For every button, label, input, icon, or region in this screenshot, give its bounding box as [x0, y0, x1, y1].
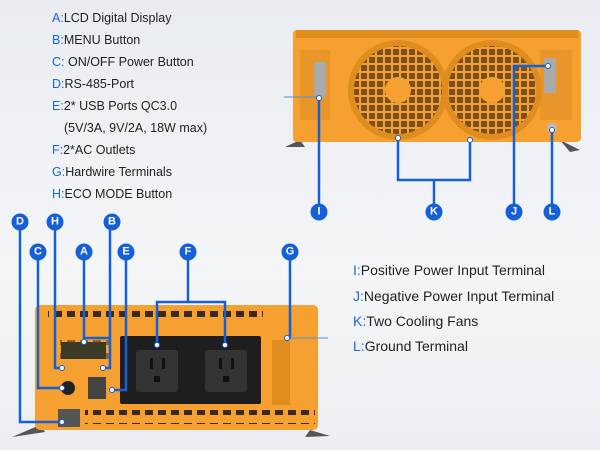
- text: 2*AC Outlets: [63, 143, 136, 157]
- badge-g: G: [281, 243, 299, 261]
- power-button: [61, 381, 75, 395]
- badge-b: B: [103, 213, 121, 231]
- key: L:: [353, 338, 365, 354]
- ac-outlet-2: [205, 350, 247, 392]
- spec-l: L:Ground Terminal: [353, 338, 468, 354]
- badge-h: H: [46, 213, 64, 231]
- key: K:: [353, 313, 367, 329]
- spec-e-detail: (5V/3A, 9V/2A, 18W max): [64, 121, 207, 135]
- lcd-display: [61, 342, 106, 359]
- spec-b: B:MENU Button: [52, 33, 140, 47]
- key: G:: [52, 165, 66, 179]
- key: H:: [52, 187, 65, 201]
- badge-i: I: [310, 203, 328, 221]
- front-inverter: [12, 305, 330, 437]
- spec-e: E:2* USB Ports QC3.0: [52, 99, 177, 113]
- badge-l: L: [543, 203, 561, 221]
- ac-outlet-1: [136, 350, 178, 392]
- fan-left: [348, 40, 448, 140]
- badge-f: F: [179, 243, 197, 261]
- key: E:: [52, 99, 64, 113]
- spec-f: F:2*AC Outlets: [52, 143, 135, 157]
- text: ON/OFF Power Button: [64, 55, 194, 69]
- positive-terminal: [314, 62, 326, 97]
- badge-k: K: [425, 203, 443, 221]
- badge-c: C: [29, 243, 47, 261]
- key: B:: [52, 33, 64, 47]
- spec-i: I:Positive Power Input Terminal: [353, 262, 545, 278]
- negative-terminal: [544, 58, 556, 93]
- text: Negative Power Input Terminal: [363, 288, 555, 304]
- text: ECO MODE Button: [64, 187, 173, 201]
- callout-dots: [59, 63, 555, 425]
- text: RS-485-Port: [64, 77, 134, 91]
- key: C:: [52, 55, 65, 69]
- text: (5V/3A, 9V/2A, 18W max): [64, 121, 208, 135]
- text: Two Cooling Fans: [366, 313, 479, 329]
- rear-inverter: [285, 30, 581, 152]
- text: 2* USB Ports QC3.0: [63, 99, 178, 113]
- spec-k: K:Two Cooling Fans: [353, 313, 478, 329]
- spec-g: G:Hardwire Terminals: [52, 165, 172, 179]
- badge-a: A: [75, 243, 93, 261]
- hardwire-terminal-cover: [272, 340, 290, 405]
- spec-j: J:Negative Power Input Terminal: [353, 288, 554, 304]
- text: Positive Power Input Terminal: [360, 262, 545, 278]
- spec-a: A:LCD Digital Display: [52, 11, 172, 25]
- text: LCD Digital Display: [63, 11, 172, 25]
- fan-right: [442, 40, 542, 140]
- usb-ports: [88, 377, 106, 399]
- text: Ground Terminal: [364, 338, 468, 354]
- key: D:: [52, 77, 65, 91]
- spec-d: D:RS-485-Port: [52, 77, 134, 91]
- badge-j: J: [505, 203, 523, 221]
- badge-d: D: [11, 213, 29, 231]
- key: A:: [52, 11, 64, 25]
- text: Hardwire Terminals: [65, 165, 172, 179]
- text: MENU Button: [63, 33, 141, 47]
- spec-h: H:ECO MODE Button: [52, 187, 172, 201]
- key: F:: [52, 143, 64, 157]
- key: I:: [353, 262, 361, 278]
- spec-c: C: ON/OFF Power Button: [52, 55, 194, 69]
- badge-e: E: [117, 243, 135, 261]
- key: J:: [353, 288, 364, 304]
